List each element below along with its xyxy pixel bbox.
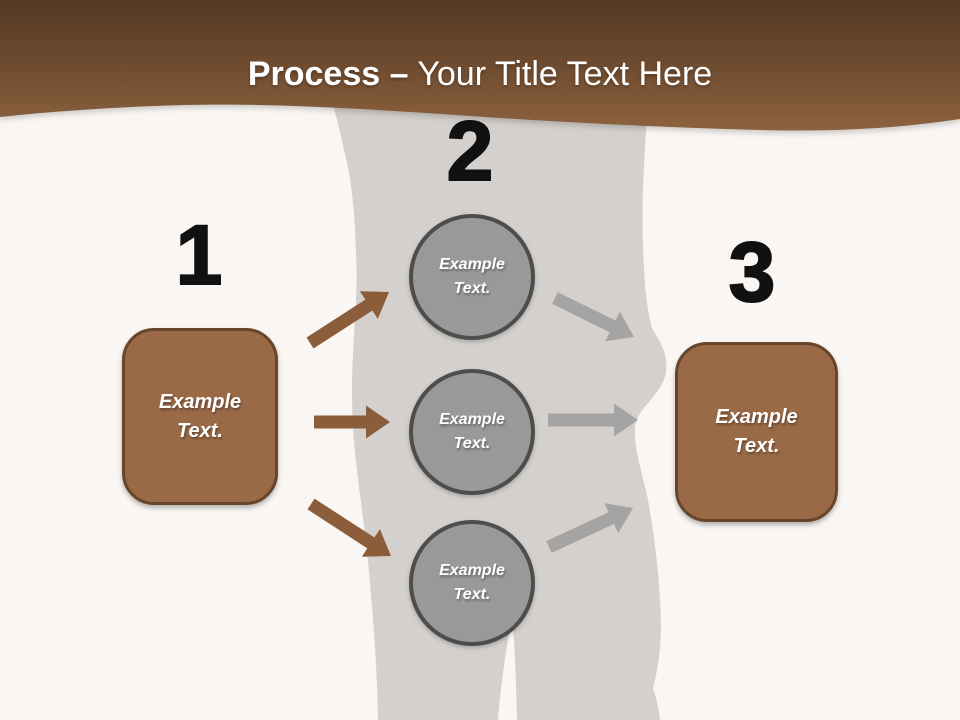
brown-arrow — [306, 291, 389, 349]
step-1-box: Example Text. — [122, 328, 278, 505]
step-3-box: Example Text. — [675, 342, 838, 522]
step-1-number: 1 — [175, 208, 224, 302]
step-3-number: 3 — [728, 225, 777, 319]
header-band — [0, 0, 960, 131]
step-2-circle-1: Example Text. — [409, 214, 535, 340]
header-band-shape — [0, 0, 960, 131]
gray-arrow — [552, 292, 634, 342]
step-2-circle-2: Example Text. — [409, 369, 535, 495]
brown-arrow — [314, 405, 390, 439]
step-2-circle-3: Example Text. — [409, 520, 535, 646]
step-3-label: Example Text. — [715, 406, 798, 457]
title-keyword: Process – — [247, 55, 409, 93]
step-1-label: Example Text. — [158, 390, 242, 442]
slide-title: Process – Your Title Text Here — [0, 52, 960, 96]
step-2-number: 2 — [446, 104, 495, 198]
gray-arrow — [546, 503, 633, 553]
step-2-circle-3-label: Example Text. — [439, 562, 505, 603]
title-subtext: Your Title Text Here — [417, 55, 713, 93]
connector-arrows — [306, 291, 638, 557]
step-2-circle-1-label: Example Text. — [439, 256, 505, 297]
step-2-circle-2-label: Example Text. — [439, 411, 505, 452]
brown-arrow — [307, 498, 391, 557]
gray-arrow — [548, 403, 638, 437]
